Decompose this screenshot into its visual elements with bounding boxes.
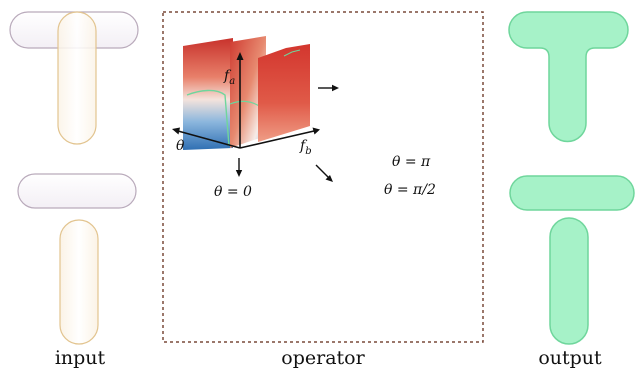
input-bottom-horizontal-capsule xyxy=(17,173,137,209)
theta-pi-label: θ = π xyxy=(392,154,431,170)
theta-half-pi-label: θ = π/2 xyxy=(384,182,436,198)
heatmap-panel-left xyxy=(183,38,233,150)
theta-axis-label: θ xyxy=(176,138,185,154)
input-bottom-shape xyxy=(17,173,137,345)
operator-plot: fa θ fb xyxy=(172,36,320,157)
input-bottom-vertical-capsule xyxy=(59,219,99,345)
caption-operator: operator xyxy=(281,347,365,369)
contour-right xyxy=(283,49,301,57)
theta-zero-label: θ = 0 xyxy=(214,184,252,200)
theta-zero-arrow xyxy=(235,158,243,177)
output-bottom-vertical-capsule xyxy=(549,217,589,345)
theta-axis xyxy=(177,130,241,149)
fa-axis-arrowhead xyxy=(236,52,244,60)
theta-pi-arrow xyxy=(318,84,339,92)
fb-axis xyxy=(239,130,315,149)
caption-input: input xyxy=(55,347,106,369)
caption-output: output xyxy=(538,347,602,369)
fa-label: fa xyxy=(223,68,235,87)
theta-half-pi-arrow xyxy=(315,164,333,182)
heatmap-panel-right xyxy=(258,44,310,142)
heatmap-panel-middle xyxy=(230,36,266,148)
output-top-t-shape xyxy=(508,11,629,143)
theta-axis-arrowhead xyxy=(172,127,180,135)
input-top-vertical-capsule xyxy=(57,11,97,145)
input-top-shape xyxy=(9,11,139,145)
contour-left xyxy=(186,89,230,147)
operator-box xyxy=(162,11,484,343)
output-bottom-horizontal-capsule xyxy=(509,175,635,211)
fb-axis-arrowhead xyxy=(312,127,320,135)
fb-label: fb xyxy=(299,138,312,157)
